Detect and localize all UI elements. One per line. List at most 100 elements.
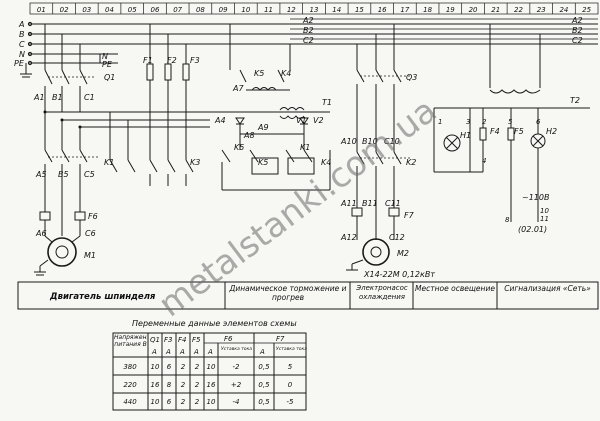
node-8: 8 [505,216,510,224]
thermal-relay-f6: F6 A6 C6 [35,211,98,238]
node-c10: C10 [384,137,400,146]
table-cell: -4 [233,398,240,406]
th-sub-f7-a: A [259,348,265,356]
pump-circuit: Q3 A10 B10 C10 K2 A11 B11 C11 F7 A12 C12… [340,24,435,279]
bus-right-a2: A2 [302,16,314,25]
legend-spindle-motor: Двигатель шпинделя [49,292,156,302]
column-number: 14 [332,6,341,14]
node-b5: B5 [58,170,69,179]
node-10: 10 [540,207,549,215]
node-c12: C12 [389,233,405,242]
label-k5-top: K5 [254,69,264,78]
bus-far-c2: C2 [572,36,583,45]
column-number: 12 [287,6,296,14]
column-number: 07 [173,6,182,14]
table-cell: 16 [151,381,160,389]
node-c6: C6 [85,229,96,238]
node-b10: B10 [362,137,378,146]
table-cell: 0,5 [258,381,270,389]
table-cell: 2 [195,398,200,406]
th-sub-f6-a: A [207,348,213,356]
legend-pump: Электронасос охлаждения [356,284,408,301]
th-f4: F4 [178,336,186,344]
bus-label-n-right: N [102,52,108,61]
node-a12: A12 [340,233,357,242]
fuses-f1-f3: F1 F2 F3 [143,24,200,160]
column-number: 25 [582,6,591,14]
node-3: 3 [466,118,470,126]
column-number: 13 [310,6,319,14]
table-cell: 0,5 [258,398,270,406]
label-t1: T1 [322,98,332,107]
table-cell: 6 [167,398,172,406]
node-11: 11 [540,215,549,223]
bus-far-a2: A2 [571,16,583,25]
bus-right-c2: C2 [303,36,314,45]
node-a10: A10 [340,137,357,146]
th-sub-f4: A [179,348,185,356]
m2-spec: Х14-22М 0,12кВт [363,270,435,279]
table-cell: 0 [288,381,293,389]
table-cell: 10 [151,398,160,406]
th-q1: Q1 [150,336,160,344]
table-cell: 16 [207,381,216,389]
label-v2: V2 [313,116,324,125]
label-a9: A9 [257,123,269,132]
th-sub-f5: A [193,348,199,356]
column-number: 23 [537,6,546,14]
label-f7: F7 [404,211,415,220]
variable-data-table: Переменные данные элементов схемы Напряж… [112,319,307,411]
table-cell: 0,5 [258,363,270,371]
table-cell: 440 [123,398,137,406]
label-q3: Q3 [406,73,417,82]
voltage-110: ~110В [522,193,549,202]
node-b11: B11 [362,199,378,208]
column-number: 04 [105,6,114,14]
bus-label-pe-right: PE [102,60,113,69]
column-number: 08 [196,6,205,14]
bus-label-n: N [19,50,25,59]
table-cell: +2 [231,381,242,389]
label-h1: H1 [460,131,471,140]
bus-far-b2: B2 [572,26,583,35]
node-a11: A11 [340,199,357,208]
table-cell: 10 [207,363,216,371]
supply-bus-right: A2 B2 C2 A2 B2 C2 [118,16,598,45]
table-cell: -5 [287,398,295,406]
label-k2: K2 [406,158,416,167]
column-number: 10 [241,6,250,14]
bus-right-b2: B2 [303,26,314,35]
label-f3: F3 [190,56,200,65]
table-cell: 5 [288,363,293,371]
node-c1: C1 [84,93,95,102]
table-cell: 220 [123,381,137,389]
table-cell: 10 [151,363,160,371]
label-f2: F2 [167,56,177,65]
th-sub-f3: A [165,348,171,356]
column-number: 05 [128,6,137,14]
bus-label-a: A [18,20,24,29]
label-k4: K4 [321,158,331,167]
column-number: 21 [491,6,500,14]
label-k1-aux: K1 [300,143,310,152]
column-number: 17 [400,6,409,14]
label-k3: K3 [190,158,200,167]
label-f4: F4 [490,127,500,136]
transformer-t1-rectifier: T1 A4 V2 A8 A9 V1 [210,98,332,150]
table-cell: 2 [195,381,200,389]
table-cell: 2 [181,381,186,389]
bus-label-b: B [19,30,25,39]
column-number: 11 [264,6,273,14]
code-0201: (02.01) [518,225,547,234]
label-k5-contact: K5 [234,143,244,152]
column-number: 19 [446,6,455,14]
node-c5: C5 [84,170,95,179]
legend-signal: Сигнализация «Сеть» [504,284,591,293]
node-a6: A6 [35,229,47,238]
th-f5: F5 [192,336,201,344]
table-cell: 2 [181,398,186,406]
bus-label-pe: PE [14,59,25,68]
